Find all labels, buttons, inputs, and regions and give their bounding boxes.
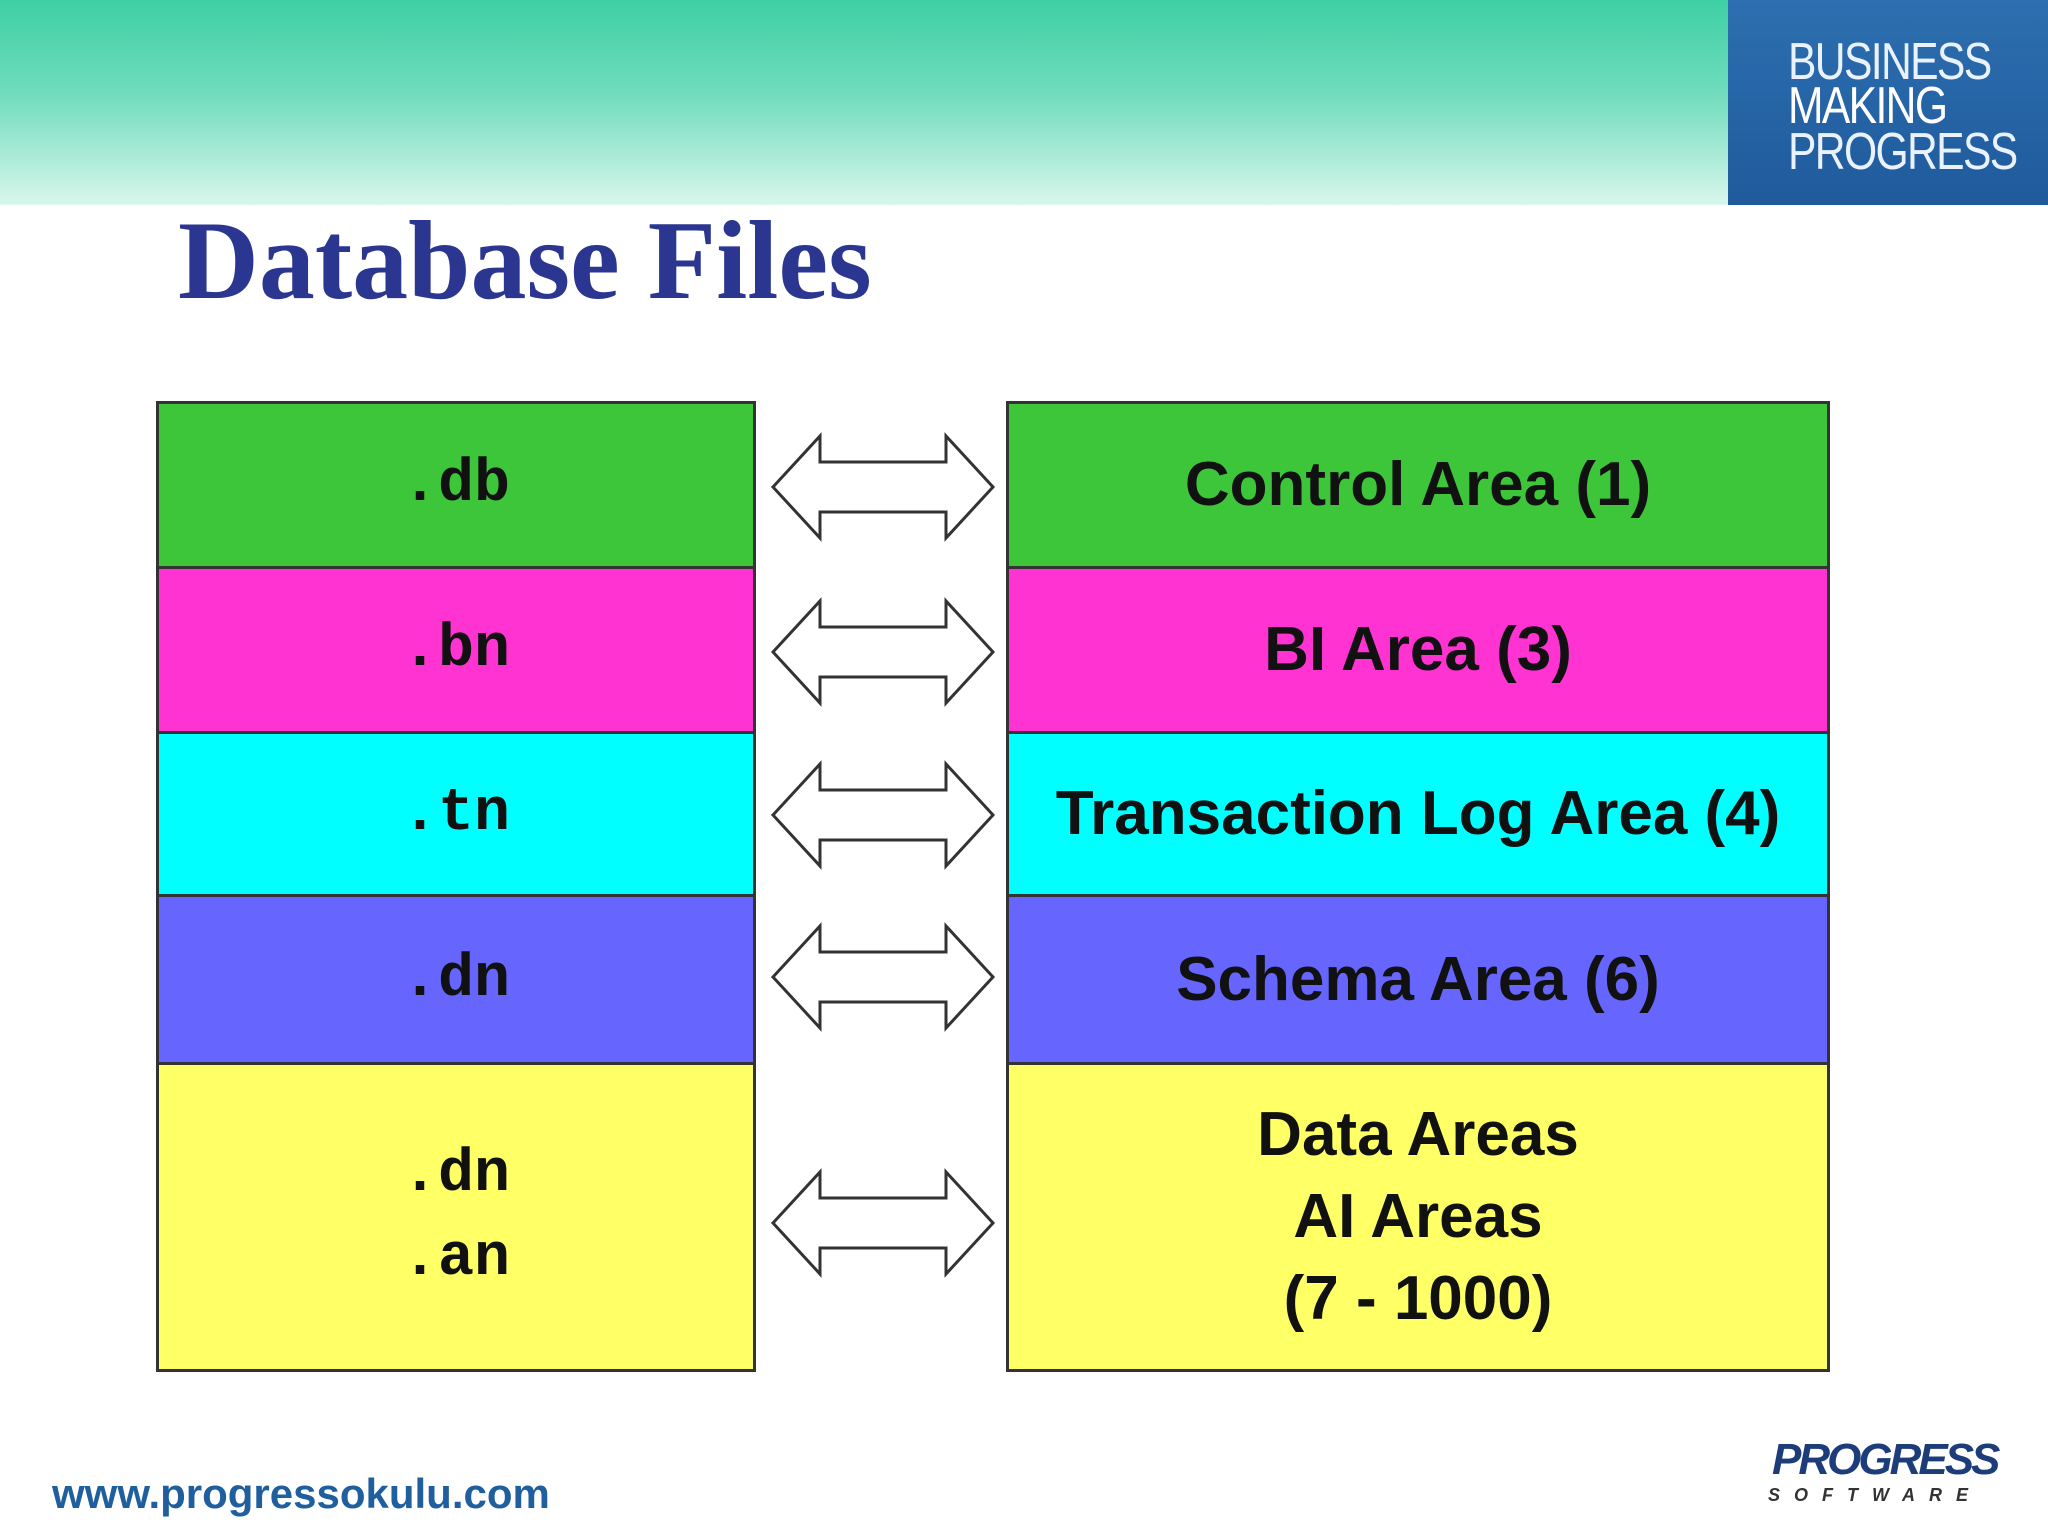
storage-area-column: Control Area (1) BI Area (3) Transaction… <box>1006 401 1830 1372</box>
area-cell-control: Control Area (1) <box>1009 404 1827 569</box>
area-cell-transaction-log: Transaction Log Area (4) <box>1009 734 1827 897</box>
brand-badge: BUSINESS MAKING PROGRESS <box>1728 0 2048 205</box>
area-label: Control Area (1) <box>1184 450 1652 519</box>
area-cell-data: Data Areas AI Areas (7 - 1000) <box>1009 1065 1827 1369</box>
double-headed-arrow-icon <box>770 432 996 542</box>
extension-cell-data: .dn .an <box>159 1065 753 1369</box>
slide-title: Database Files <box>178 199 872 323</box>
file-extension-column: .db .bn .tn .dn .dn .an <box>156 401 756 1372</box>
extension-label: .dn <box>401 945 511 1014</box>
extension-cell-control: .db <box>159 404 753 569</box>
double-headed-arrow-icon <box>770 760 996 870</box>
area-label: Schema Area (6) <box>1176 944 1660 1014</box>
extension-cell-bi: .bn <box>159 569 753 734</box>
area-label: Transaction Log Area (4) <box>1055 779 1781 848</box>
extension-label: .bn <box>401 616 511 684</box>
area-label: AI Areas <box>1293 1182 1543 1251</box>
double-headed-arrow-icon <box>770 597 996 707</box>
extension-label: .dn <box>401 1141 511 1209</box>
area-label: (7 - 1000) <box>1283 1264 1553 1333</box>
header-band <box>0 0 1728 205</box>
extension-cell-schema: .dn <box>159 897 753 1065</box>
extension-label: .tn <box>401 780 511 848</box>
website-link[interactable]: www.progressokulu.com <box>52 1470 550 1517</box>
brand-line-3: PROGRESS <box>1788 123 2018 181</box>
extension-label: .db <box>401 451 511 519</box>
area-label: BI Area (3) <box>1264 615 1572 684</box>
extension-label: .an <box>401 1225 511 1293</box>
area-cell-bi: BI Area (3) <box>1009 569 1827 734</box>
extension-cell-transaction-log: .tn <box>159 734 753 897</box>
area-cell-schema: Schema Area (6) <box>1009 897 1827 1065</box>
area-label: Data Areas <box>1257 1100 1579 1169</box>
double-headed-arrow-icon <box>770 1168 996 1278</box>
logo-wordmark: PROGRESS <box>1772 1435 2000 1484</box>
double-headed-arrow-icon <box>770 922 996 1032</box>
logo-tagline: SOFTWARE <box>1768 1485 1982 1505</box>
brand-line-1: BUSINESS <box>1788 33 1992 91</box>
brand-line-2: MAKING <box>1788 77 1948 135</box>
progress-software-logo: PROGRESS SOFTWARE <box>1764 1438 2004 1508</box>
